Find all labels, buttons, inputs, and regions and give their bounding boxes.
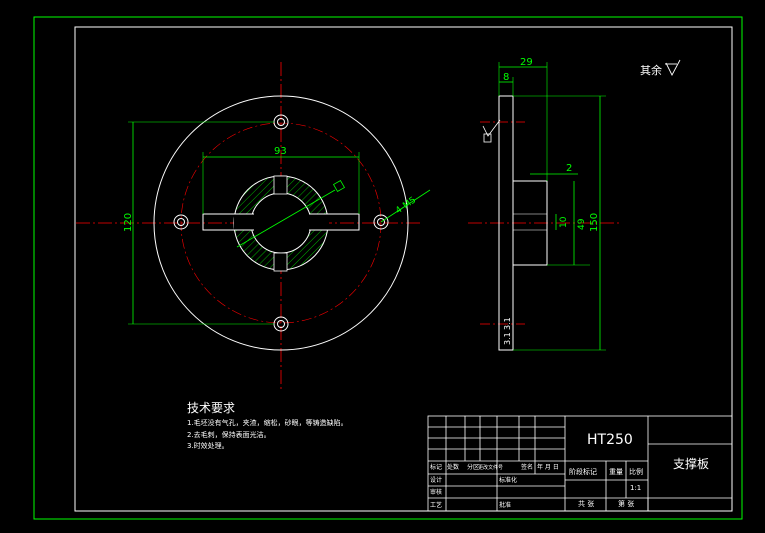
tb-count: 处数: [447, 463, 459, 471]
tb-checker: 审核: [430, 488, 442, 496]
tech-item-1: 1.毛坯没有气孔，夹渣，缩松，砂眼，等铸造缺陷。: [187, 418, 348, 427]
tb-sign: 签名: [521, 463, 533, 471]
dim-29: 29: [520, 57, 533, 68]
dim-2: 2: [566, 163, 572, 174]
dim-150: 150: [589, 213, 600, 232]
bolt-hole-left: [173, 214, 189, 230]
part-name: 支撑板: [673, 456, 709, 471]
scale-value: 1:1: [630, 484, 641, 492]
roughness-note-icon: [665, 59, 681, 76]
outer-border: [33, 16, 743, 520]
dim-120: 120: [123, 213, 134, 232]
tb-standardized: 标准化: [499, 476, 517, 484]
dim-8: 8: [503, 72, 509, 83]
dim-49: 49: [577, 218, 587, 230]
roughness-symbol-side: [482, 119, 501, 143]
bore: [250, 192, 312, 254]
tb-approve: 批准: [499, 501, 511, 509]
material: HT250: [587, 432, 633, 448]
outer-disc: [153, 95, 409, 351]
tb-date: 年 月 日: [537, 463, 559, 471]
tb-designer: 设计: [430, 476, 442, 484]
side-view: 29 8 2 10 49 150 3.1 3.1 其余: [468, 57, 681, 351]
tech-title: 技术要求: [187, 401, 235, 415]
tb-zone: 分区: [467, 463, 479, 471]
front-view: 93 120 4-M5: [76, 62, 431, 392]
tech-item-2: 2.去毛刺，保持表面光洁。: [187, 430, 271, 439]
boss-side: [512, 180, 548, 266]
tb-sheet: 第 张: [618, 499, 634, 508]
dim-10: 10: [559, 216, 569, 228]
tb-change: 更改文件号: [478, 464, 503, 471]
tb-scale: 比例: [629, 467, 643, 476]
tb-process: 工艺: [430, 501, 442, 509]
tech-item-3: 3.时效处理。: [187, 441, 229, 450]
title-block: [427, 415, 733, 512]
roughness-value-1: 3.1: [503, 317, 512, 330]
bolt-hole-right: [373, 214, 389, 230]
tb-marked: 标记: [430, 463, 442, 471]
dim-93: 93: [274, 146, 287, 157]
title-block-text: HT250 支撑板 1:1 标记 处数 分区 更改文件号 签名 年 月 日 设计…: [430, 432, 709, 509]
roughness-value-2: 3.1: [503, 332, 512, 345]
roughness-note: 其余: [640, 63, 662, 77]
tb-stage: 阶段标记: [569, 467, 597, 476]
inner-border: [74, 26, 733, 512]
tb-total: 共 张: [578, 499, 594, 508]
tb-weight: 重量: [609, 468, 623, 476]
tech-requirements: 技术要求 1.毛坯没有气孔，夹渣，缩松，砂眼，等铸造缺陷。 2.去毛刺，保持表面…: [187, 401, 348, 450]
